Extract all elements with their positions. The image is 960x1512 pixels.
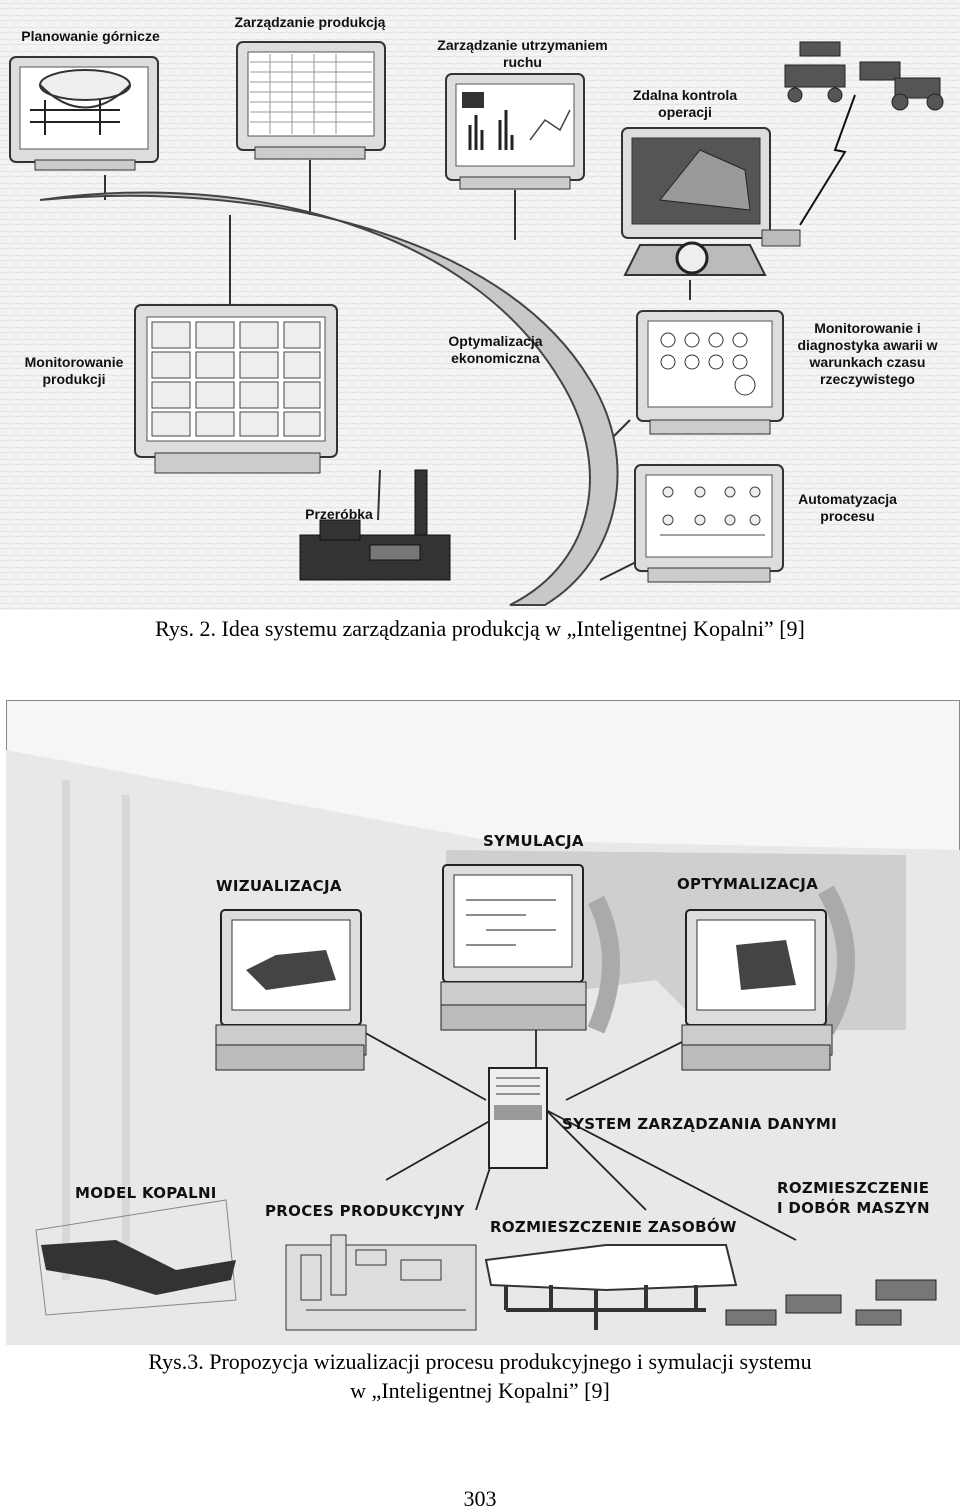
mine-model-3d [35,1199,237,1316]
figure-2: SYMULACJA WIZUALIZACJA OPTYMALIZACJA SYS… [6,700,960,1345]
label-production-process: PROCES PRODUKCYJNY [265,1202,465,1220]
monitor-production-monitoring [134,304,338,474]
figure-1: Planowanie górnicze Zarządzanie produkcj… [0,0,960,610]
wireless-link-icon [799,94,856,226]
figure-1-drawing [0,0,960,610]
monitor-remote-control [621,127,801,276]
monitor-realtime-diagnostics [636,310,784,435]
monitor-process-automation [634,464,784,583]
figure-1-caption: Rys. 2. Idea systemu zarządzania produkc… [155,616,805,641]
label-optimization: OPTYMALIZACJA [677,875,819,893]
server-tower-icon [488,1067,548,1169]
label-resource-distribution: ROZMIESZCZENIE ZASOBÓW [490,1218,737,1236]
figure-2-drawing [6,700,960,1345]
label-visualization: WIZUALIZACJA [216,877,342,895]
processing-plant-icon [299,469,451,581]
label-remote-control: Zdalna kontrola operacji [632,87,738,120]
monitor-maintenance-management [445,73,585,190]
label-production-management: Zarządzanie produkcją [234,14,386,30]
label-machine-placement-1: ROZMIESZCZENIE [777,1179,930,1197]
monitor-production-management [236,41,386,160]
figure-2-caption-line-2: w „Inteligentnej Kopalni” [9] [350,1378,610,1403]
mining-machines-icon [725,1279,937,1326]
label-realtime-monitoring: Monitorowanie i diagnostyka awarii w war… [797,320,938,387]
label-maintenance-management: Zarządzanie utrzymaniem ruchu [437,37,608,70]
figure-2-caption-line-1: Rys.3. Propozycja wizualizacji procesu p… [148,1349,812,1374]
production-process-diagram [285,1234,477,1331]
monitor-mining-planning [9,56,159,171]
monitor-visualization [215,909,367,1071]
integration-arc [39,191,619,606]
label-process-automation: Automatyzacja procesu [798,491,897,524]
monitor-simulation [440,864,587,1031]
label-processing: Przeróbka [305,506,373,522]
resource-distribution-map [484,1244,738,1330]
label-mine-model: MODEL KOPALNI [75,1184,217,1202]
label-machine-placement-2: I DOBÓR MASZYN [777,1199,930,1217]
monitor-optimization [681,909,833,1071]
label-simulation: SYMULACJA [483,832,584,850]
label-mining-planning: Planowanie górnicze [21,28,160,44]
label-economic-optimization: Optymalizacja ekonomiczna [448,333,543,366]
label-data-management: SYSTEM ZARZĄDZANIA DANYMI [562,1115,838,1133]
page-number: 303 [463,1486,497,1511]
mining-vehicles-icon [784,41,944,111]
label-production-monitoring: Monitorowanie produkcji [24,354,124,387]
